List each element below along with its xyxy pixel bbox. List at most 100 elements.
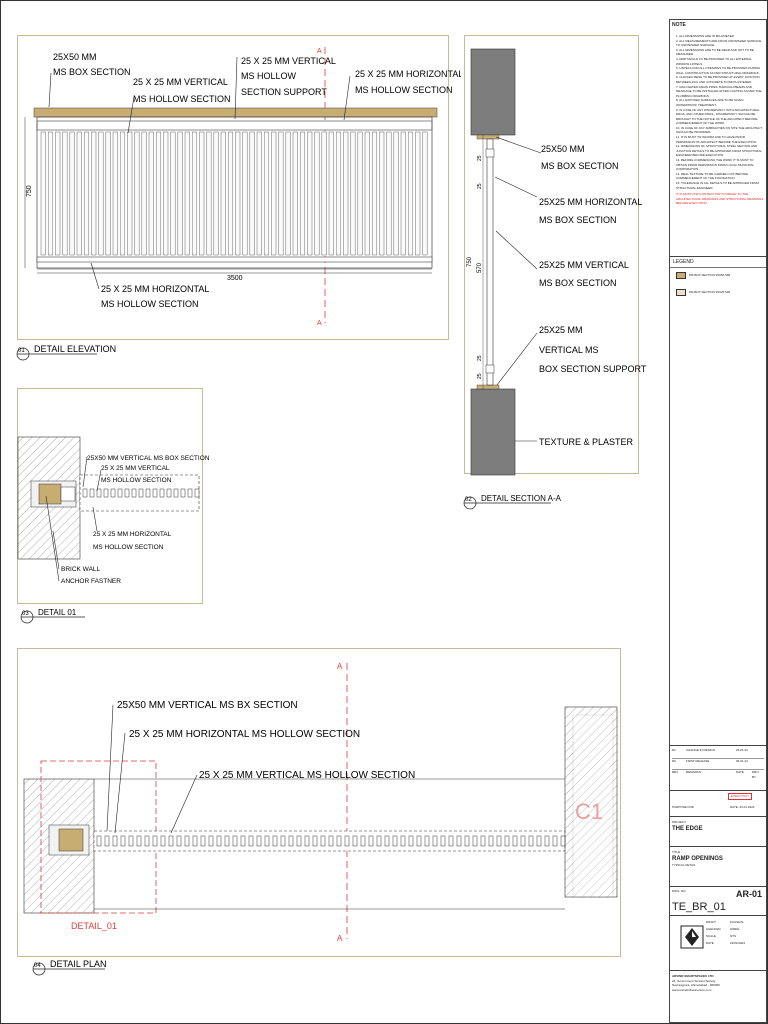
hollow-section-mark bbox=[176, 835, 182, 847]
vertical-bar bbox=[364, 131, 370, 256]
vertical-bar bbox=[422, 131, 428, 256]
hollow-section-mark bbox=[240, 835, 246, 847]
vertical-bar bbox=[371, 131, 378, 256]
hollow-section-mark bbox=[312, 835, 318, 847]
rev-desc: CHANGE IN DESIGN bbox=[686, 748, 716, 752]
vertical-bar bbox=[415, 131, 421, 256]
vertical-bar bbox=[400, 131, 406, 256]
purpose-label: PURPOSE FOR bbox=[672, 805, 694, 809]
detail-number-02: 02 bbox=[465, 497, 472, 503]
hollow-section-mark bbox=[192, 835, 198, 847]
hollow-section-mark bbox=[117, 488, 123, 498]
vertical-bar bbox=[321, 131, 327, 256]
rev-no: R0 bbox=[672, 759, 676, 763]
hollow-section-mark bbox=[184, 835, 190, 847]
wall-top bbox=[470, 48, 516, 136]
note-item: 11. IT IS MUST TO INFORM AND TO HAVE PRI… bbox=[676, 135, 757, 144]
detail-number-03: 03 bbox=[22, 611, 29, 617]
anchor-fastener-block bbox=[38, 483, 62, 505]
vertical-bar bbox=[83, 131, 90, 256]
hollow-section-mark bbox=[166, 488, 172, 498]
notes-warning: IT IS MUST FOR CONTRACTOR TO REFER TO TH… bbox=[676, 192, 764, 206]
firm-address-2: Navrangpura, Ahmedabad - 380009 bbox=[672, 983, 720, 988]
note-item: 12. DIMENSIONS OF STRUCTURAL STEEL SECTI… bbox=[676, 144, 762, 158]
hollow-section-mark bbox=[120, 835, 126, 847]
credit-role: DRAFT bbox=[706, 920, 716, 924]
project-label: PROJECT bbox=[672, 820, 687, 824]
plan-callout-horizontal: 25 X 25 MM HORIZONTAL MS HOLLOW SECTION bbox=[129, 729, 360, 740]
note-item: 9. IN CASE OF ANY DISCREPANCY WITH ARCHI… bbox=[676, 107, 760, 126]
vertical-bar bbox=[357, 131, 363, 256]
purpose-panel: EXECUTION PURPOSE FOR DATE: 23.01.2024 bbox=[670, 790, 766, 817]
title-panel: TITLE RAMP OPENINGS TYPICAL DETAIL bbox=[670, 846, 766, 881]
hollow-section-mark bbox=[376, 835, 382, 847]
vertical-bar bbox=[249, 131, 255, 256]
hollow-section-mark bbox=[400, 835, 406, 847]
notes-list: 1. ALL DIMENSIONS ARE IN MILLIMETER.2. A… bbox=[672, 34, 764, 190]
title-block: NOTE 1. ALL DIMENSIONS ARE IN MILLIMETER… bbox=[669, 19, 767, 1023]
hollow-section-mark bbox=[256, 835, 262, 847]
sec-callout-texture: TEXTURE & PLASTER bbox=[539, 437, 634, 447]
rev-by: DRN. BY bbox=[752, 770, 760, 779]
vertical-bar bbox=[256, 131, 262, 256]
hollow-section-mark bbox=[440, 835, 446, 847]
vertical-bar bbox=[91, 131, 97, 256]
plan-detail-ref: DETAIL_01 bbox=[71, 921, 117, 931]
hollow-section-mark bbox=[152, 835, 158, 847]
revision-header: REV REMARKS DATE DRN. BY bbox=[672, 769, 764, 779]
hollow-section-mark bbox=[336, 835, 342, 847]
hollow-section-mark bbox=[408, 835, 414, 847]
hollow-section-mark bbox=[272, 835, 278, 847]
callout-box-top-line1: 25X50 MM bbox=[53, 52, 97, 62]
plan-anchor-block bbox=[58, 828, 84, 852]
note-item: 1. ALL DIMENSIONS ARE IN MILLIMETER. bbox=[676, 34, 735, 38]
dwg-label: DWG. NO. bbox=[672, 889, 687, 893]
rev-no: REV bbox=[672, 770, 679, 774]
vertical-bar bbox=[220, 131, 226, 256]
wall-bottom bbox=[470, 388, 516, 476]
plan-column-c1 bbox=[564, 706, 618, 898]
hollow-section-mark bbox=[110, 488, 116, 498]
hollow-section-mark bbox=[416, 835, 422, 847]
vertical-bar bbox=[393, 131, 399, 256]
hollow-section-mark bbox=[456, 835, 462, 847]
note-item: 4. DRIP MOULD TO BE PROVIDED TO ALL EXTE… bbox=[676, 56, 752, 66]
sec-callout-vertical-2: MS BOX SECTION bbox=[539, 278, 617, 288]
vertical-bar bbox=[343, 131, 349, 256]
callout-horizontal-bottom-line2: MS HOLLOW SECTION bbox=[101, 299, 199, 309]
dim-750: 750 bbox=[467, 256, 473, 267]
hollow-section-mark bbox=[528, 835, 534, 847]
firm-panel: ARVIND SMARTSPACES LTD 24, Government Se… bbox=[670, 970, 766, 1023]
vertical-bar bbox=[62, 131, 68, 256]
hollow-section-mark bbox=[448, 835, 454, 847]
legend-item-2: MS BOX SECTION 25X25 MM bbox=[676, 289, 730, 296]
vertical-bar bbox=[170, 131, 176, 256]
hollow-section-mark bbox=[288, 835, 294, 847]
hollow-section-mark bbox=[488, 835, 494, 847]
drawing-subtitle: TYPICAL DETAIL bbox=[672, 862, 696, 867]
hollow-section-mark bbox=[194, 488, 200, 498]
note-item: 13. BEFORE COMMENCING THE WORK IT IS MUS… bbox=[676, 158, 755, 172]
vertical-bar bbox=[40, 131, 46, 256]
note-item: 6. CHICKEN MESH TO BE PROVIDED AT EVERY … bbox=[676, 75, 760, 84]
vertical-bar bbox=[76, 131, 82, 256]
vertical-bar bbox=[278, 131, 284, 256]
viewport-detail-section bbox=[464, 35, 639, 474]
vertical-bar bbox=[227, 131, 234, 256]
hollow-section-mark bbox=[328, 835, 334, 847]
hollow-section-mark bbox=[472, 835, 478, 847]
detail-number-04: 04 bbox=[34, 963, 41, 969]
hollow-section-mark bbox=[159, 488, 165, 498]
callout-support-line2: MS HOLLOW bbox=[241, 71, 297, 81]
hollow-section-mark bbox=[180, 488, 186, 498]
notes-heading: NOTE bbox=[672, 22, 686, 28]
hollow-section-mark bbox=[248, 835, 254, 847]
hollow-section-mark bbox=[536, 835, 542, 847]
revision-table: R1 CHANGE IN DESIGN 23.01.24 R0 FIRST RE… bbox=[670, 745, 766, 782]
callout-horizontal-top-line1: 25 X 25 MM HORIZONTAL bbox=[355, 69, 461, 79]
hollow-section-mark bbox=[504, 835, 510, 847]
